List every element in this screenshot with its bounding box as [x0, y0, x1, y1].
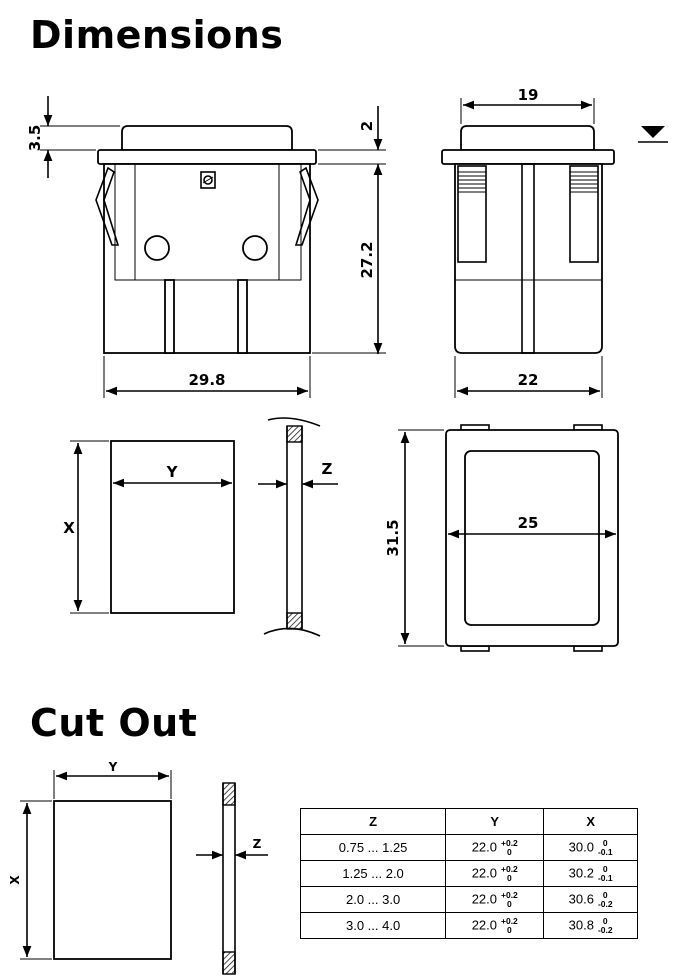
cutout-opening-view: Y X	[8, 760, 172, 960]
front-left-hole	[144, 235, 170, 261]
front-right-clip	[294, 166, 319, 246]
cutout-label-x: X	[8, 875, 22, 885]
cell-z: 3.0 ... 4.0	[299, 912, 447, 939]
panel-opening-view: Y X	[63, 440, 235, 614]
cutout-rect	[53, 800, 172, 960]
front-rocker-cap	[121, 125, 293, 151]
side-right-ribs	[570, 171, 598, 193]
opening-rect	[110, 440, 235, 614]
dim-panel-z: Z	[322, 460, 333, 478]
table-header-row: Z Y X	[299, 808, 638, 835]
header-y: Y	[445, 808, 545, 835]
dim-front-width: 29.8	[188, 371, 225, 389]
dim-flange: 2	[358, 121, 376, 131]
front-flange	[97, 149, 317, 165]
dim-top-height: 31.5	[384, 519, 402, 556]
panel-section-view: Z	[258, 417, 338, 637]
front-terminal-left	[164, 279, 175, 354]
top-view: 25 31.5	[384, 424, 619, 652]
side-left-slot	[457, 165, 487, 263]
side-housing	[454, 163, 603, 354]
side-right-slot	[569, 165, 599, 263]
dim-cap-height: 3.5	[26, 125, 44, 152]
cell-z: 1.25 ... 2.0	[299, 860, 447, 887]
top-rocker-face	[464, 450, 600, 626]
front-marking	[200, 171, 216, 189]
cutout-label-z: Z	[253, 837, 262, 851]
header-z: Z	[299, 808, 447, 835]
dim-opening-y: Y	[166, 463, 179, 481]
cutout-section-view: Z	[196, 782, 268, 975]
front-left-clip	[95, 166, 120, 246]
front-inner-panel	[114, 163, 302, 281]
dim-body-height: 27.2	[358, 241, 376, 278]
header-x: X	[543, 808, 638, 835]
level-triangle-icon	[641, 126, 665, 138]
front-terminal-right	[237, 279, 248, 354]
dim-top-width: 25	[518, 514, 539, 532]
cutout-label-y: Y	[108, 760, 118, 774]
side-rocker-cap	[460, 125, 595, 151]
front-view: 29.8 3.5 2 27.2	[26, 96, 386, 398]
side-center-rib	[521, 163, 535, 354]
cell-z: 0.75 ... 1.25	[299, 834, 447, 861]
side-view: 19 22	[441, 86, 668, 398]
dim-side-cap-width: 19	[518, 86, 539, 104]
side-left-ribs	[458, 171, 486, 193]
cell-z: 2.0 ... 3.0	[299, 886, 447, 913]
dim-opening-x: X	[63, 519, 75, 537]
front-right-hole	[242, 235, 268, 261]
dimensions-heading: Dimensions	[30, 13, 284, 57]
dim-side-body-width: 22	[518, 371, 539, 389]
cut-out-heading: Cut Out	[30, 701, 198, 745]
side-flange	[441, 149, 615, 165]
